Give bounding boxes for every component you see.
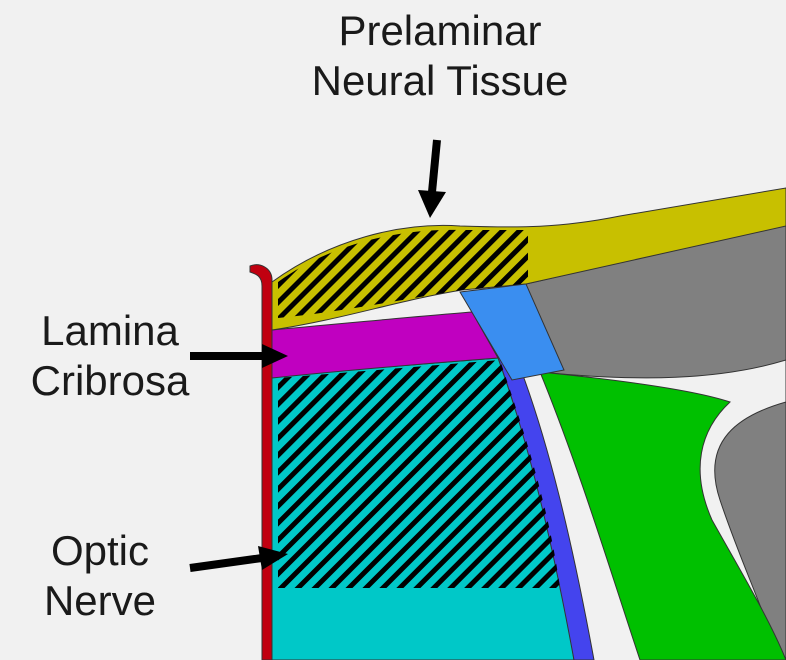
- label-lamina-cribrosa: Lamina Cribrosa: [0, 306, 220, 406]
- label-prelaminar-line1: Prelaminar: [290, 6, 590, 56]
- label-optic-line1: Optic: [10, 526, 190, 576]
- label-optic-line2: Nerve: [10, 576, 190, 626]
- label-prelaminar-neural-tissue: Prelaminar Neural Tissue: [290, 6, 590, 106]
- label-lamina-line2: Cribrosa: [0, 356, 220, 406]
- label-lamina-line1: Lamina: [0, 306, 220, 356]
- label-prelaminar-line2: Neural Tissue: [290, 56, 590, 106]
- arrow-prelaminar: [418, 140, 446, 218]
- label-optic-nerve: Optic Nerve: [10, 526, 190, 626]
- pia-mater: [250, 265, 272, 660]
